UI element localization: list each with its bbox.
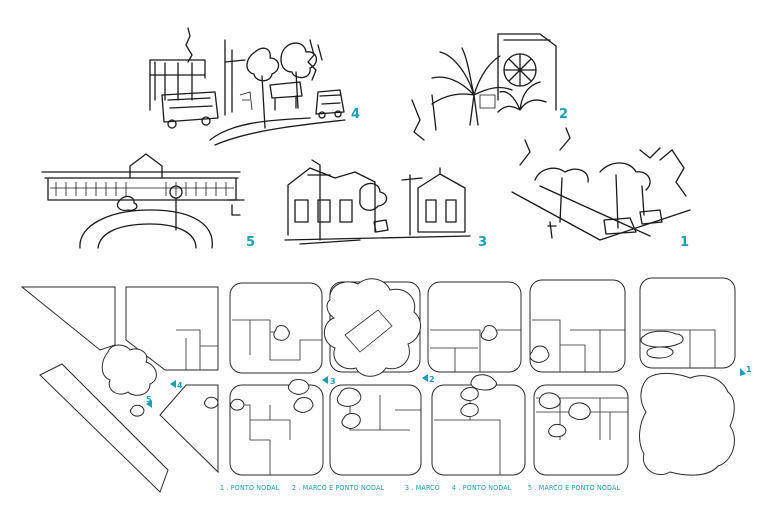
block-bottom-4 (431, 384, 526, 476)
sketch-5-number: 5 (246, 235, 255, 250)
sketch-2-palm-church (411, 33, 557, 141)
block-bottom-3 (329, 384, 422, 476)
legend: 1 . PONTO NODAL 2 . MARCO E PONTO NODAL … (220, 484, 620, 492)
sketch-1-square-trees (511, 127, 691, 241)
sketch-1-number: 1 (680, 235, 689, 250)
map-marker-2: 2 (429, 375, 435, 384)
map-marker-4: 4 (177, 381, 183, 390)
legend-item-3: 3 . MARCO (405, 484, 440, 492)
tree-canopy-top-3 (323, 278, 422, 377)
map-marker-5: 5 (146, 395, 152, 404)
sketch-4-street-bus (149, 27, 346, 146)
legend-item-2: 2 . MARCO E PONTO NODAL (292, 484, 384, 492)
sketch-3-houses-chapel (284, 159, 471, 245)
map-marker-1: 1 (746, 365, 752, 374)
block-diagonal-top (20, 286, 116, 351)
block-top-6 (639, 277, 736, 369)
block-top-2 (229, 282, 323, 374)
block-diagonal-long (39, 363, 169, 493)
legend-item-4: 4 . PONTO NODAL (452, 484, 512, 492)
sketch-3-number: 3 (478, 235, 487, 250)
block-bottom-2 (229, 384, 324, 476)
block-bottom-5 (533, 384, 629, 476)
tree-canopy-plaza (101, 344, 157, 396)
legend-item-5: 5 . MARCO E PONTO NODAL (528, 484, 620, 492)
block-top-5 (529, 279, 626, 373)
sketch-5-building-plaza (41, 153, 245, 249)
block-diagonal-mid (125, 286, 219, 371)
block-top-4 (427, 281, 522, 373)
legend-item-1: 1 . PONTO NODAL (220, 484, 280, 492)
sketch-2-number: 2 (559, 107, 568, 122)
site-map (20, 277, 746, 493)
map-marker-3: 3 (330, 377, 336, 386)
block-diagonal-lower (159, 384, 219, 474)
tree-canopy-large (639, 372, 735, 476)
sketch-4-number: 4 (351, 107, 360, 122)
